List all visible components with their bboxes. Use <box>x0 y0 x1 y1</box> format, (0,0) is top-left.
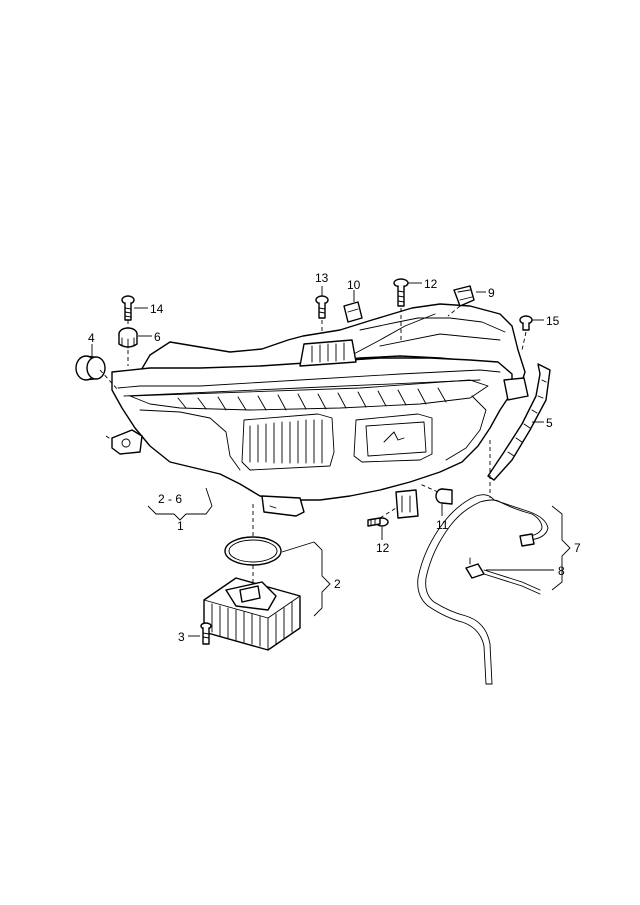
callout-5: 5 <box>546 416 553 430</box>
bracket-1 <box>147 487 213 521</box>
clip-nut-part-10 <box>343 301 363 323</box>
screw-part-15 <box>519 315 533 331</box>
screw-part-14 <box>121 295 135 321</box>
callout-13: 13 <box>315 271 329 285</box>
callout-12-top: 12 <box>424 277 438 291</box>
callout-2: 2 <box>334 577 341 591</box>
bracket-7 <box>551 505 571 591</box>
screw-part-3 <box>200 622 212 645</box>
callouts: 14 6 4 13 10 12 9 15 5 2 - 6 1 11 12 2 3… <box>88 271 581 644</box>
callout-11: 11 <box>436 518 449 532</box>
leader-lines <box>91 282 544 637</box>
callout-10: 10 <box>347 278 361 292</box>
callout-6: 6 <box>154 330 161 344</box>
callout-15: 15 <box>546 314 560 328</box>
wiring-harness-part-7 <box>417 494 549 685</box>
grommet-part-6 <box>118 327 138 349</box>
callout-7: 7 <box>574 541 581 555</box>
callout-8: 8 <box>558 564 565 578</box>
cable-tie-part-8 <box>465 557 541 595</box>
seal-part-5 <box>487 363 551 481</box>
callout-range-2-6: 2 - 6 <box>158 492 182 506</box>
bracket-2 <box>281 541 331 617</box>
screw-part-12-bottom <box>367 517 389 527</box>
headlight-housing <box>111 303 529 519</box>
callout-12-bottom: 12 <box>376 541 390 555</box>
adjuster-part-11 <box>435 488 453 505</box>
screw-part-13 <box>315 295 329 319</box>
seal-ring-part-2 <box>224 536 282 566</box>
clip-part-9 <box>453 285 475 307</box>
callout-4: 4 <box>88 331 95 345</box>
callout-1: 1 <box>177 519 184 533</box>
control-module-part-2 <box>203 577 301 651</box>
callout-3: 3 <box>178 630 185 644</box>
cap-part-4 <box>75 355 106 381</box>
callout-9: 9 <box>488 286 495 300</box>
callout-14: 14 <box>150 302 164 316</box>
screw-part-12-top <box>393 278 409 307</box>
